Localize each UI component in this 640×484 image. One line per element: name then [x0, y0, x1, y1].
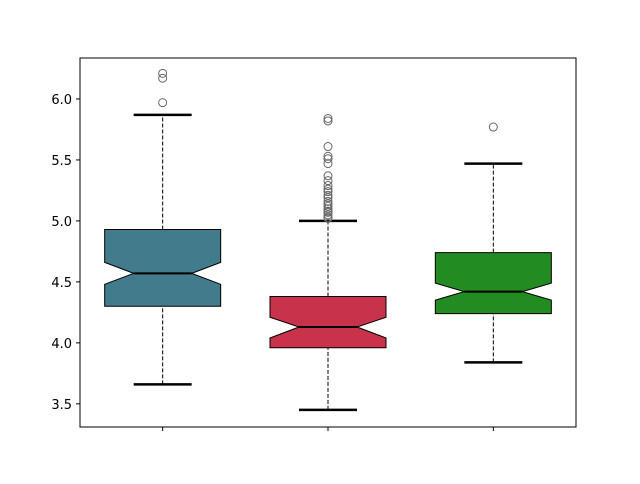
outlier-point [323, 204, 333, 214]
notched-box [434, 252, 552, 315]
outlier-point [323, 190, 333, 200]
outlier-point [323, 113, 333, 123]
outlier-point [323, 213, 333, 223]
y-tick-label: 4.5 [51, 276, 72, 291]
outlier-point [323, 207, 333, 217]
outlier-point [323, 196, 333, 206]
outlier-point [158, 73, 168, 83]
outlier-point [323, 193, 333, 203]
outlier-point [323, 184, 333, 194]
outlier-point [158, 98, 168, 108]
outlier-point [323, 187, 333, 197]
axes-frame [79, 57, 577, 428]
outlier-point [158, 68, 168, 78]
outlier-point [323, 151, 333, 161]
outlier-point [323, 171, 333, 181]
outlier-point [323, 116, 333, 126]
outlier-point [323, 201, 333, 211]
y-tick-label: 4.0 [51, 337, 72, 352]
notched-box [104, 228, 222, 307]
outlier-point [323, 181, 333, 191]
y-tick-label: 5.0 [51, 215, 72, 230]
outlier-point [323, 154, 333, 164]
outlier-point [323, 210, 333, 220]
outlier-point [323, 159, 333, 169]
box-3 [434, 122, 552, 364]
outlier-point [488, 122, 498, 132]
y-tick-label: 3.5 [51, 398, 72, 413]
outlier-point [323, 176, 333, 186]
outlier-point [323, 142, 333, 152]
box-2 [269, 113, 387, 412]
notched-box [269, 296, 387, 349]
box-1 [104, 68, 222, 386]
outlier-point [323, 199, 333, 209]
y-tick-label: 6.0 [51, 93, 72, 108]
y-tick-label: 5.5 [51, 154, 72, 169]
